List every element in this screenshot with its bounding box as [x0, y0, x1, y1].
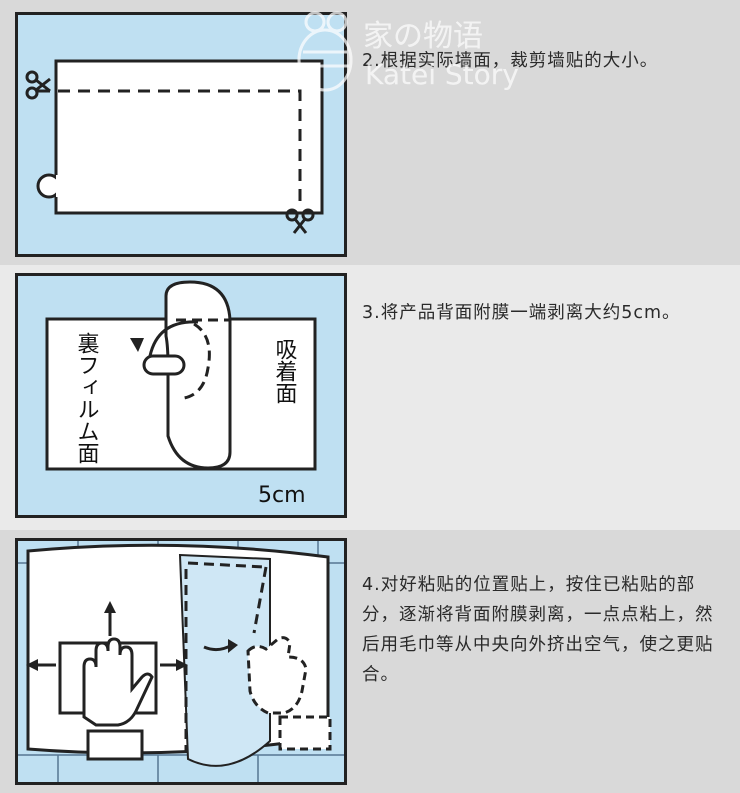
scissors-icon: [285, 208, 315, 234]
peeled-film: [178, 553, 271, 767]
hand-icon: [82, 637, 154, 761]
step-3-text: 3.将产品背面附膜一端剥离大约5cm。: [362, 303, 681, 323]
step-4-text: 4.对好粘贴的位置贴上，按住已粘贴的部分，逐渐将背面附膜剥离，一点点粘上，然后用…: [362, 575, 714, 685]
cut-sheet-diagram: [25, 59, 324, 234]
measure-label: 5cm: [258, 483, 306, 508]
step-4-row: 4.对好粘贴的位置贴上，按住已粘贴的部分，逐渐将背面附膜剥离，一点点粘上，然后用…: [0, 530, 740, 793]
scissors-icon: [25, 70, 51, 100]
step-3-row: 裏フィルム面 吸着面 5cm 3.将产品背面附膜一端剥离大约5cm。: [0, 265, 740, 530]
arrow-icon: [148, 320, 199, 357]
apply-sticker-diagram: [18, 541, 344, 782]
arrow-icon: [26, 601, 238, 671]
step-2-illustration: [15, 12, 347, 257]
cut-line: [38, 89, 302, 205]
step-2-row: 2.根据实际墙面，裁剪墙贴的大小。: [0, 0, 740, 265]
arrow-icon: [130, 338, 144, 352]
film-tab: [142, 354, 186, 376]
step-2-text: 2.根据实际墙面，裁剪墙贴的大小。: [362, 51, 659, 71]
step-3-illustration: 裏フィルム面 吸着面 5cm: [15, 273, 347, 518]
peel-film-diagram: 裏フィルム面 吸着面 5cm: [45, 280, 317, 508]
hand-icon: [246, 636, 332, 751]
step-4-illustration: [15, 538, 347, 785]
back-film-label: 裏フィルム面: [74, 332, 100, 464]
sticker-sheet: [54, 59, 324, 215]
adhesive-side-label: 吸着面: [272, 338, 298, 404]
